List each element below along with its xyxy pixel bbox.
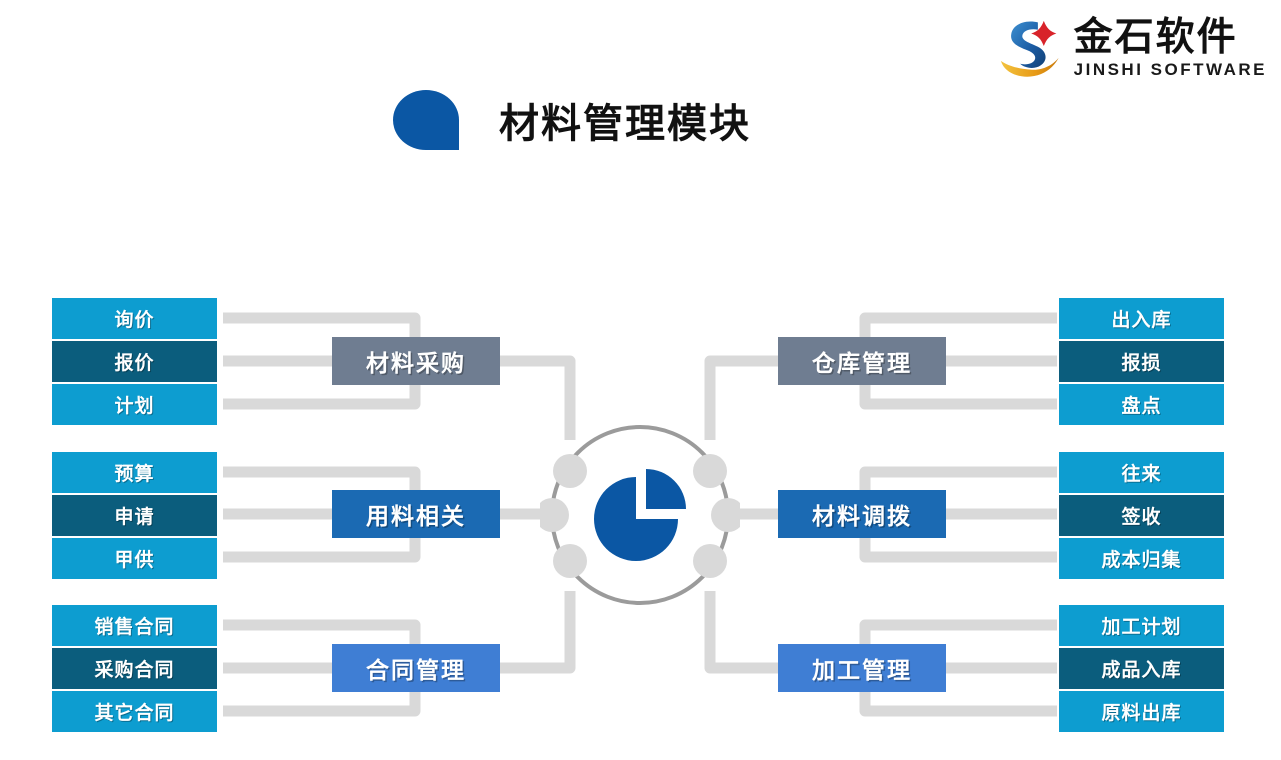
hub-node-left: [540, 498, 569, 532]
category-contract-management[interactable]: 合同管理: [332, 644, 500, 692]
leaf-raw-material-out[interactable]: 原料出库: [1059, 691, 1224, 732]
category-warehouse-management[interactable]: 仓库管理: [778, 337, 946, 385]
hub-ring: [550, 425, 730, 605]
brand-logo: 金石软件 JINSHI SOFTWARE: [992, 12, 1267, 86]
leaf-finished-goods-in[interactable]: 成品入库: [1059, 648, 1224, 689]
leaf-processing-plan[interactable]: 加工计划: [1059, 605, 1224, 646]
leaf-owner-supply[interactable]: 甲供: [52, 538, 217, 579]
hub-node-bottom-right: [693, 544, 727, 578]
hub-node-top-left: [553, 454, 587, 488]
leaf-other-contract[interactable]: 其它合同: [52, 691, 217, 732]
leaf-quotation[interactable]: 报价: [52, 341, 217, 382]
brand-name-en: JINSHI SOFTWARE: [1073, 60, 1267, 79]
jinshi-s-swoosh-logo-icon: [1000, 20, 1059, 77]
leaf-damage-report[interactable]: 报损: [1059, 341, 1224, 382]
category-material-usage[interactable]: 用料相关: [332, 490, 500, 538]
leaf-budget[interactable]: 预算: [52, 452, 217, 493]
leaf-plan[interactable]: 计划: [52, 384, 217, 425]
blue-droplet-icon: [393, 90, 459, 150]
leaf-receipt-sign[interactable]: 签收: [1059, 495, 1224, 536]
leaf-purchase-contract[interactable]: 采购合同: [52, 648, 217, 689]
hub-node-top-right: [693, 454, 727, 488]
page-title-text: 材料管理模块: [499, 102, 751, 146]
category-processing-management[interactable]: 加工管理: [778, 644, 946, 692]
hub-node-right: [711, 498, 740, 532]
leaf-application[interactable]: 申请: [52, 495, 217, 536]
leaf-sales-contract[interactable]: 销售合同: [52, 605, 217, 646]
leaf-cost-collection[interactable]: 成本归集: [1059, 538, 1224, 579]
page-title: 材料管理模块: [393, 90, 751, 150]
leaf-transactions[interactable]: 往来: [1059, 452, 1224, 493]
hub-node-bottom-left: [553, 544, 587, 578]
leaf-inquiry[interactable]: 询价: [52, 298, 217, 339]
leaf-in-out-storage[interactable]: 出入库: [1059, 298, 1224, 339]
category-material-purchase[interactable]: 材料采购: [332, 337, 500, 385]
pie-chart-icon: [594, 469, 686, 561]
category-material-transfer[interactable]: 材料调拨: [778, 490, 946, 538]
brand-name-cn: 金石软件: [1073, 16, 1238, 59]
leaf-stocktaking[interactable]: 盘点: [1059, 384, 1224, 425]
central-hub: [540, 425, 740, 605]
